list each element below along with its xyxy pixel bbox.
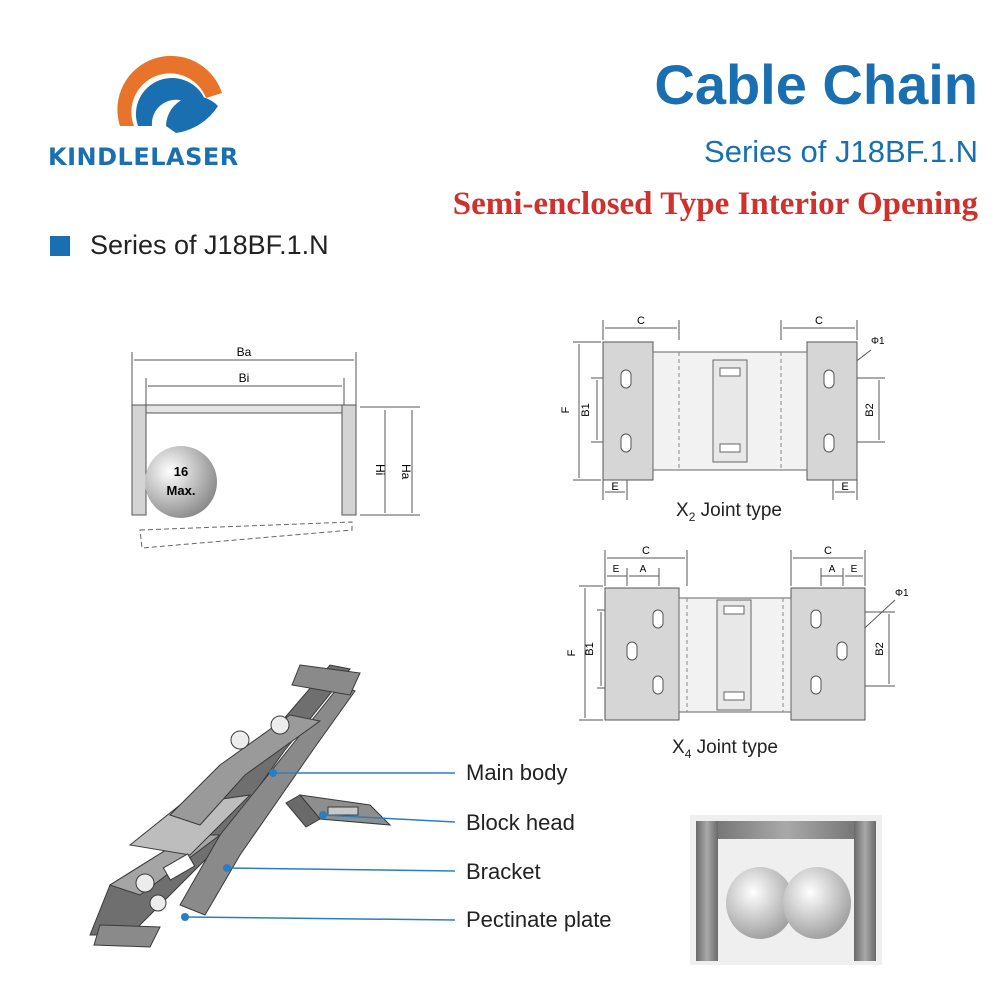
x4-dim-a-right: A: [829, 564, 836, 575]
photo-left-wall: [696, 821, 718, 961]
cable-ball: [145, 446, 217, 518]
chain-photo: [690, 815, 882, 965]
label-bracket: Bracket: [466, 859, 541, 884]
dim-bi: Bi: [239, 371, 250, 385]
x4-dim-b1: B1: [584, 642, 596, 655]
x2-label-sub: 2: [688, 509, 696, 524]
section-label: Series of J18BF.1.N: [90, 230, 329, 260]
x4-dim-c-left: C: [642, 545, 650, 557]
label-pectinate-plate: Pectinate plate: [466, 907, 612, 932]
x4-joint-label: X4 Joint type: [672, 737, 778, 761]
dim-ba: Ba: [237, 345, 252, 359]
page-title: Cable Chain: [654, 53, 978, 116]
left-side-plate: [131, 404, 147, 516]
section-bullet-icon: [50, 236, 70, 256]
x4-dim-c-right: C: [824, 545, 832, 557]
chain-illustration: [89, 664, 392, 948]
x2-joint-label: X2 Joint type: [676, 500, 782, 524]
logo-orange-arc: [117, 55, 222, 126]
photo-top-bar: [700, 821, 872, 839]
x2-dim-c-right: C: [815, 315, 823, 327]
x2-label-prefix: X: [676, 500, 689, 521]
crossbar: [145, 404, 343, 414]
brand-name: KINDLELASER: [48, 143, 239, 171]
x4-dim-a-left: A: [640, 564, 647, 575]
cable-max-value: 16: [174, 464, 188, 479]
x4-dim-e-right: E: [851, 564, 858, 575]
photo-cable-right: [783, 867, 851, 939]
x2-dim-phi: Φ1: [871, 336, 885, 347]
brand-logo-icon: [117, 44, 222, 133]
x2-joint-diagram: C C F B1 B2 E E Φ1: [560, 315, 885, 500]
photo-cable-left: [726, 867, 794, 939]
logo-blue-swoosh: [166, 96, 218, 133]
logo-blue-arc: [135, 77, 206, 126]
x4-label-sub: 4: [684, 746, 692, 761]
open-cover-dashed: [139, 521, 353, 549]
x2-dim-b1: B1: [580, 403, 592, 416]
x4-joint-diagram: C C E A A E F B1 B2 Φ1: [566, 545, 909, 721]
cable-max-unit: Max.: [167, 483, 196, 498]
cross-section-diagram: 16 Max. Ba Bi Hi Ha: [131, 345, 420, 549]
x4-dim-f: F: [566, 649, 578, 656]
x2-dim-c-left: C: [637, 315, 645, 327]
x2-right-plate: [806, 341, 858, 481]
dim-ha: Ha: [399, 464, 413, 480]
block-head-part: [285, 794, 392, 828]
photo-right-wall: [854, 821, 876, 961]
x2-left-plate: [602, 341, 654, 481]
x4-dim-phi: Φ1: [895, 588, 909, 599]
x4-label-prefix: X: [672, 737, 685, 758]
x4-right-plate: [790, 587, 866, 721]
label-block-head: Block head: [466, 810, 575, 835]
x4-left-plate: [604, 587, 680, 721]
type-line: Semi-enclosed Type Interior Opening: [452, 186, 978, 222]
x2-dim-b2: B2: [864, 403, 876, 416]
x4-dim-e-left: E: [613, 564, 620, 575]
x4-label-suffix: Joint type: [691, 737, 778, 758]
x4-dim-b2: B2: [874, 642, 886, 655]
page-subtitle: Series of J18BF.1.N: [704, 134, 978, 169]
right-side-plate: [341, 404, 357, 516]
dim-hi: Hi: [373, 464, 387, 475]
chain-link: [89, 664, 361, 948]
x2-dim-f: F: [560, 406, 572, 413]
label-main-body: Main body: [466, 760, 568, 785]
x2-label-suffix: Joint type: [695, 500, 782, 521]
x2-dim-e-left: E: [611, 481, 618, 493]
x2-dim-e-right: E: [841, 481, 848, 493]
